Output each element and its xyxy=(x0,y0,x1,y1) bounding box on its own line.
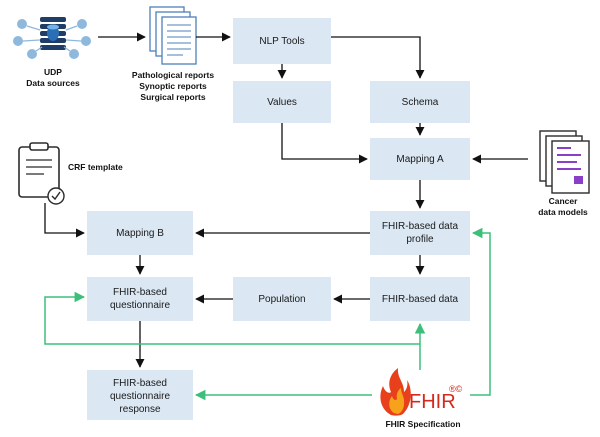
population-label: Population xyxy=(258,294,305,305)
cancer-label-2: data models xyxy=(538,207,588,217)
reports-label-2: Synoptic reports xyxy=(139,81,207,91)
fhir-data-label: FHIR-based data xyxy=(382,294,459,305)
fhir-response-label-1: FHIR-based xyxy=(113,378,167,389)
fhir-logo-text: FHIR xyxy=(409,391,456,413)
values-label: Values xyxy=(267,97,297,108)
udp-label-2: Data sources xyxy=(26,78,80,88)
fhir-data-profile-label-1: FHIR-based data xyxy=(382,221,459,232)
green-arrow-to-questionnaire xyxy=(44,291,420,345)
fhir-flame-icon xyxy=(380,368,411,416)
green-arrow-to-profile xyxy=(470,227,491,396)
fhir-questionnaire-response-box xyxy=(87,370,193,420)
arrow-crf-to-mapping-b xyxy=(44,203,85,238)
documents-icon xyxy=(149,6,197,65)
fhir-questionnaire-label-2: questionnaire xyxy=(110,300,170,311)
cancer-label-1: Cancer xyxy=(549,196,579,206)
arrow-values-to-mapping-a xyxy=(281,123,368,164)
fhir-questionnaire-label-1: FHIR-based xyxy=(113,287,167,298)
data-model-icon xyxy=(539,130,590,194)
database-icon xyxy=(13,17,91,59)
population-box xyxy=(233,277,331,321)
crf-template-label: CRF template xyxy=(68,162,123,172)
mapping-b-box xyxy=(87,211,193,255)
fhir-response-label-2: questionnaire xyxy=(110,391,170,402)
udp-label-1: UDP xyxy=(44,67,62,77)
mapping-b-label: Mapping B xyxy=(116,228,164,239)
schema-box xyxy=(370,81,470,123)
mapping-a-label: Mapping A xyxy=(396,154,444,165)
reports-label-3: Surgical reports xyxy=(140,92,205,102)
fhir-data-profile-label-2: profile xyxy=(406,234,434,245)
arrow-nlp-to-schema xyxy=(331,36,425,79)
mapping-a-box xyxy=(370,138,470,180)
nlp-tools-label: NLP Tools xyxy=(259,36,304,47)
fhir-specification-label: FHIR Specification xyxy=(385,419,460,429)
clipboard-icon xyxy=(18,142,65,205)
fhir-response-label-3: response xyxy=(119,404,161,415)
fhir-registered-mark: ®© xyxy=(449,384,463,394)
nlp-tools-box xyxy=(233,18,331,64)
fhir-data-box xyxy=(370,277,470,321)
fhir-questionnaire-box xyxy=(87,277,193,321)
reports-label-1: Pathological reports xyxy=(132,70,214,80)
values-box xyxy=(233,81,331,123)
fhir-data-profile-box xyxy=(370,211,470,255)
schema-label: Schema xyxy=(402,97,439,108)
